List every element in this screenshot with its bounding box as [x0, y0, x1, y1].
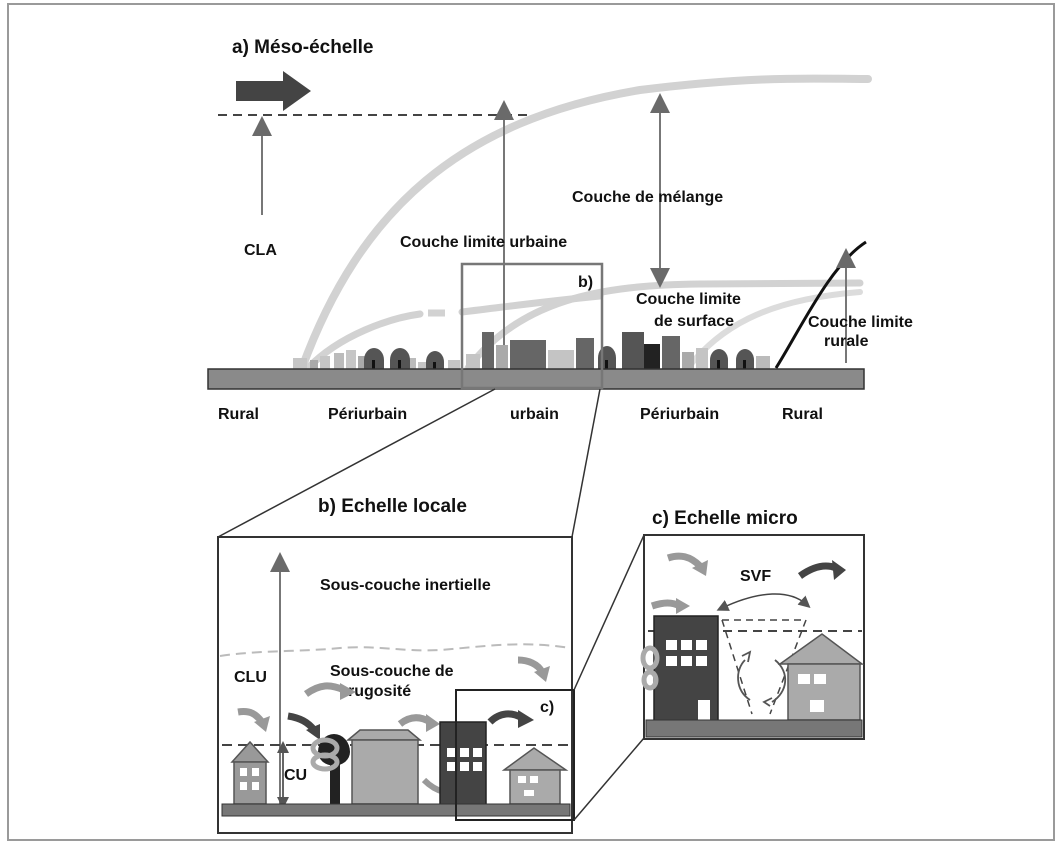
roughness-label-2: rugosité [348, 683, 411, 700]
urban-buildings [466, 332, 594, 370]
periurban-right-buildings [622, 332, 770, 384]
micro-swirl-icon [737, 650, 787, 707]
zoom-line-right [571, 388, 601, 538]
local-scale-panel: b) Echelle locale Sous-couche inertielle… [217, 496, 645, 834]
meso-scale-panel: a) Méso-échelle CLA Couche de mélange Co… [207, 37, 913, 538]
flow-arrows [237, 656, 550, 795]
micro-scale-inset-box [455, 689, 575, 821]
cu-label: CU [284, 767, 307, 784]
micro-inset-marker: c) [540, 699, 554, 716]
local-scale-inset-box [460, 262, 604, 390]
mixing-layer-label: Couche de mélange [572, 189, 723, 206]
micro-tree-swirl-icon [640, 645, 660, 691]
micro-scale-panel: c) Echelle micro SVF [640, 508, 865, 740]
zoom-line-left [217, 388, 496, 538]
wind-arrow-icon [236, 71, 311, 111]
micro-house [777, 633, 865, 721]
surface-layer-label-1: Couche limite [636, 291, 741, 308]
mixing-layer-curve [298, 74, 872, 372]
rural-layer-label-2: rurale [824, 333, 869, 350]
svf-label: SVF [740, 568, 771, 585]
surface-layer-label-2: de surface [654, 313, 734, 330]
local-inset-marker: b) [578, 274, 593, 291]
label-urban: urbain [510, 406, 559, 423]
clu-label: CLU [234, 669, 267, 686]
roughness-label-1: Sous-couche de [330, 663, 454, 680]
urban-boundary-label: Couche limite urbaine [400, 234, 567, 251]
zoom-line-top [573, 534, 645, 691]
zoom-line-bottom [573, 737, 645, 821]
tree-swirl-icon [310, 734, 350, 804]
local-title: b) Echelle locale [318, 496, 467, 517]
label-rural-right: Rural [782, 406, 823, 423]
label-periurban-right: Périurbain [640, 406, 719, 423]
meso-title: a) Méso-échelle [232, 37, 374, 58]
micro-flow-arrows [650, 552, 846, 614]
figure-border [7, 3, 1055, 841]
small-house-left [230, 740, 270, 805]
micro-ground [645, 719, 863, 738]
periurban-left-buildings [293, 350, 460, 370]
micro-title: c) Echelle micro [652, 508, 798, 529]
view-line-left [721, 619, 753, 715]
medium-house [345, 729, 423, 805]
urban-boundary-curve-1 [304, 310, 424, 372]
surface-layer-curve [464, 279, 864, 372]
small-house-right [501, 747, 569, 805]
label-periurban-left: Périurbain [328, 406, 407, 423]
micro-tall-building [653, 615, 719, 729]
inertial-label: Sous-couche inertielle [320, 577, 491, 594]
label-rural-left: Rural [218, 406, 259, 423]
cla-label: CLA [244, 242, 277, 259]
meso-ground [207, 368, 865, 390]
svf-arc [716, 593, 811, 611]
local-ground [221, 803, 571, 817]
rural-layer-label-1: Couche limite [808, 314, 913, 331]
tall-building [439, 721, 487, 807]
